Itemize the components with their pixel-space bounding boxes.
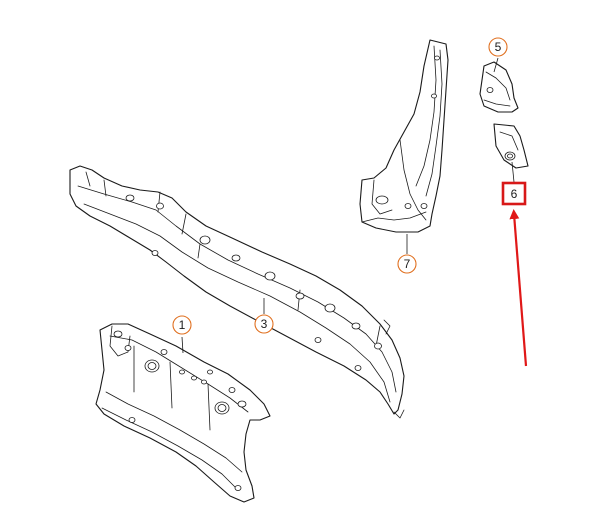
callout-5-label: 5 bbox=[495, 40, 502, 54]
callout-1-label: 1 bbox=[179, 318, 186, 332]
callout-6-highlight-box bbox=[501, 181, 527, 206]
callout-3[interactable]: 3 bbox=[254, 314, 274, 334]
callout-5[interactable]: 5 bbox=[488, 37, 508, 57]
callout-3-label: 3 bbox=[261, 317, 268, 331]
callout-5-ring bbox=[488, 37, 508, 57]
part-6-plate[interactable] bbox=[493, 123, 529, 169]
callout-6[interactable]: 6 bbox=[501, 181, 527, 206]
leader-5 bbox=[493, 57, 499, 73]
callout-6-label: 6 bbox=[511, 187, 518, 201]
red-arrow-icon bbox=[509, 209, 528, 367]
callout-7-ring bbox=[397, 254, 417, 274]
part-3-cross-member[interactable] bbox=[69, 165, 405, 419]
part-7-pillar[interactable] bbox=[359, 39, 449, 233]
callout-7-label: 7 bbox=[404, 257, 411, 271]
callout-1[interactable]: 1 bbox=[172, 315, 192, 335]
callout-7[interactable]: 7 bbox=[397, 254, 417, 274]
leader-lines bbox=[181, 57, 515, 354]
red-arrow-shaft bbox=[509, 209, 528, 367]
leader-1 bbox=[181, 336, 184, 354]
leader-6 bbox=[511, 161, 515, 183]
part-1-rear-panel[interactable] bbox=[95, 323, 271, 503]
callout-1-ring bbox=[172, 315, 192, 335]
part-5-bracket[interactable] bbox=[479, 61, 519, 113]
callout-3-ring bbox=[254, 314, 274, 334]
